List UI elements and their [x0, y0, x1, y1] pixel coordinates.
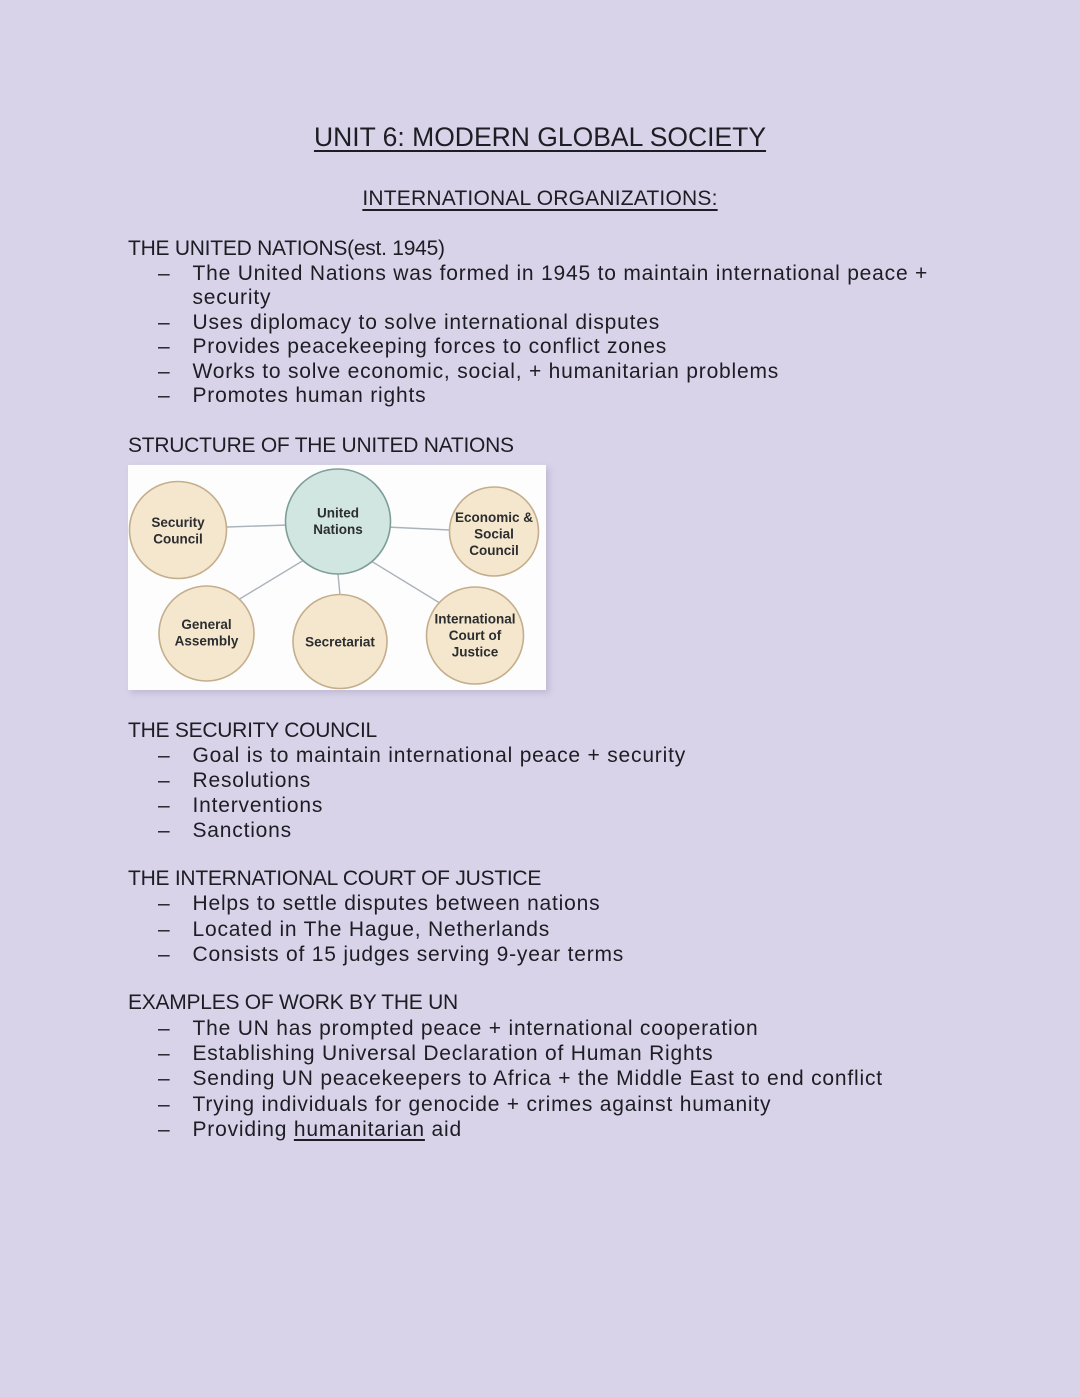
svg-text:Economic &: Economic &	[455, 510, 533, 525]
svg-text:Security: Security	[151, 515, 205, 530]
svg-text:United: United	[317, 506, 359, 521]
svg-text:Council: Council	[469, 543, 519, 558]
svg-text:Council: Council	[153, 532, 203, 547]
svg-text:Nations: Nations	[313, 522, 363, 537]
svg-text:International: International	[434, 612, 515, 627]
svg-text:General: General	[181, 617, 231, 632]
svg-text:Social: Social	[474, 527, 514, 542]
svg-text:Court of: Court of	[449, 628, 502, 643]
svg-text:Assembly: Assembly	[175, 634, 239, 649]
svg-text:Justice: Justice	[452, 645, 499, 660]
svg-text:Secretariat: Secretariat	[305, 635, 375, 650]
